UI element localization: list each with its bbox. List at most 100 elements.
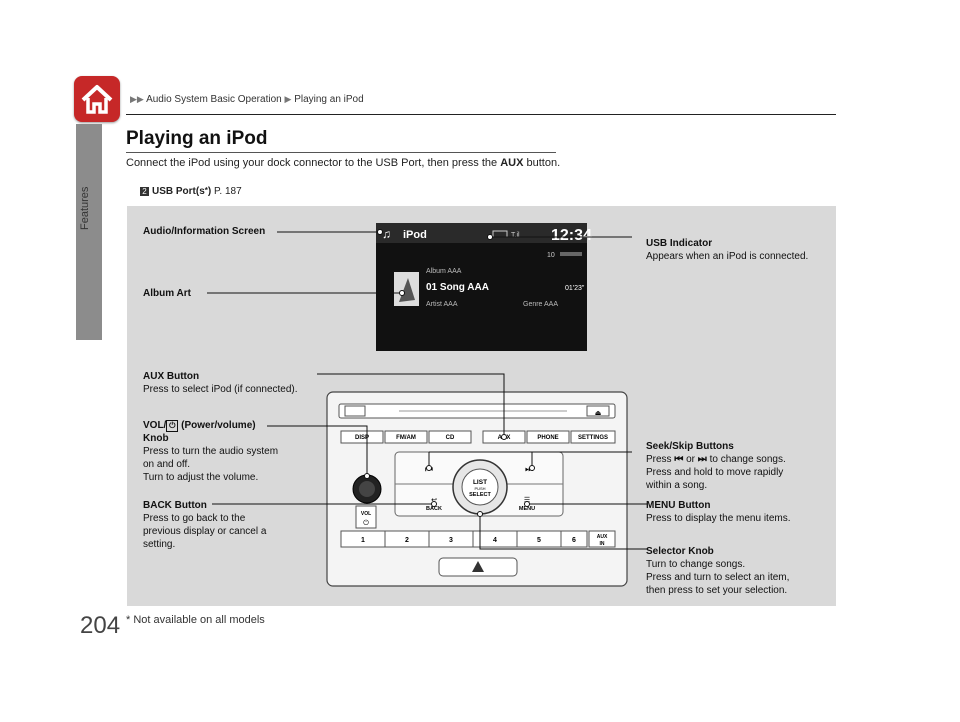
breadcrumb-item[interactable]: Playing an iPod <box>294 94 364 105</box>
callout-back-button: BACK Button Press to go back to the prev… <box>143 499 303 551</box>
svg-text:IN: IN <box>600 541 605 547</box>
intro-paragraph: Connect the iPod using your dock connect… <box>126 156 566 171</box>
callout-menu-desc: Press to display the menu items. <box>646 513 791 524</box>
callout-selector-desc-3: then press to set your selection. <box>646 585 788 596</box>
callout-audio-screen-title: Audio/Information Screen <box>143 226 266 237</box>
eject-icon: ⏏ <box>595 410 602 417</box>
callout-aux-title: AUX Button <box>143 371 200 382</box>
callout-selector-desc-2: Press and turn to select an item, <box>646 572 790 583</box>
fmam-label: FM/AM <box>396 435 416 441</box>
callout-seek-desc-3: within a song. <box>646 480 708 491</box>
callout-seek-title: Seek/Skip Buttons <box>646 441 734 452</box>
settings-button[interactable] <box>570 430 616 444</box>
screen-artist: Artist AAA <box>426 301 458 308</box>
power-icon: ⏻ <box>363 519 369 527</box>
callout-back-desc-2: previous display or cancel a <box>143 526 267 537</box>
callout-seek-desc-end: to change songs. <box>706 454 786 465</box>
select-label: SELECT <box>469 492 491 498</box>
xref-label: USB Port(s <box>152 186 205 197</box>
screen-source: iPod <box>403 229 427 241</box>
callout-selector-desc: Turn to change songs. <box>646 559 746 570</box>
callout-seek-buttons: Seek/Skip Buttons Press ⏮ or ⏭ to change… <box>646 440 786 492</box>
footnote: * Not available on all models <box>126 614 265 626</box>
callout-vol-desc: Press to turn the audio system <box>143 446 279 457</box>
callout-menu-button: MENU Button Press to display the menu it… <box>646 499 791 525</box>
phone-label: PHONE <box>537 435 558 441</box>
seek-forward-icon[interactable]: ⏭ <box>525 464 533 474</box>
breadcrumb-arrow-icon: ▶ <box>284 94 292 104</box>
section-sidebar <box>76 124 102 340</box>
svg-text:1: 1 <box>361 537 365 544</box>
menu-label[interactable]: MENU <box>519 506 535 512</box>
callout-usb-indicator: USB Indicator Appears when an iPod is co… <box>646 237 808 263</box>
power-icon: ⏻ <box>166 420 179 432</box>
page-number: 204 <box>80 612 121 639</box>
breadcrumb-item[interactable]: Audio System Basic Operation <box>146 94 282 105</box>
intro-aux: AUX <box>500 157 524 169</box>
svg-text:5: 5 <box>537 537 541 544</box>
aux-in-jack[interactable] <box>588 530 616 548</box>
screen-clock: 12:34 <box>551 227 592 244</box>
svg-text:2: 2 <box>405 537 409 544</box>
fmam-button[interactable] <box>384 430 428 444</box>
hazard-icon <box>472 561 484 572</box>
callout-album-art: Album Art <box>143 287 191 300</box>
callout-vol-title-3: Knob <box>143 433 169 444</box>
screen-album: Album AAA <box>426 268 462 275</box>
sidebar-label: Features <box>79 186 91 230</box>
vol-label: VOL <box>361 511 371 517</box>
audio-head-unit: ⏏ DISP FM/AM CD AUX PHONE SETTINGS VOL <box>326 391 628 587</box>
push-label: PUSH <box>474 486 485 491</box>
audio-unit-illustration: ♫ iPod T.il 12:34 10 Album AAA 01 Song A… <box>207 223 647 587</box>
intro-text: Connect the iPod using your dock connect… <box>126 157 501 169</box>
screen-song: 01 Song AAA <box>426 282 489 293</box>
xref-arrow-icon: 2 <box>140 187 149 196</box>
skip-back-icon: ⏮ <box>674 454 684 465</box>
settings-label: SETTINGS <box>578 435 608 441</box>
preset-button-6[interactable] <box>560 530 588 548</box>
eject-button[interactable] <box>586 405 610 417</box>
screen-genre: Genre AAA <box>523 301 558 308</box>
skip-forward-icon: ⏭ <box>697 454 707 465</box>
callout-back-desc-3: setting. <box>143 539 176 550</box>
list-label: LIST <box>473 479 487 486</box>
xref-star: * <box>204 186 208 195</box>
back-arrow-icon: ↩ <box>431 497 437 504</box>
header-rule <box>126 114 836 115</box>
xref-close: ) <box>207 186 212 197</box>
callout-menu-title: MENU Button <box>646 500 711 511</box>
cd-button[interactable] <box>428 430 472 444</box>
phone-button[interactable] <box>526 430 570 444</box>
cd-label: CD <box>446 435 455 441</box>
menu-icon: ☰ <box>524 497 530 504</box>
disp-button[interactable] <box>340 430 384 444</box>
callout-vol-knob: VOL/⏻ (Power/volume) Knob Press to turn … <box>143 419 293 484</box>
breadcrumb: ▶▶ Audio System Basic Operation ▶ Playin… <box>130 94 364 105</box>
callout-vol-title-2: (Power/volume) <box>178 420 256 431</box>
callout-seek-desc: Press <box>646 454 675 465</box>
callout-seek-or: or <box>683 454 698 465</box>
vol-power-button[interactable] <box>355 505 377 529</box>
breadcrumb-arrow-icon: ▶▶ <box>130 94 144 104</box>
callout-selector-knob: Selector Knob Turn to change songs. Pres… <box>646 545 789 597</box>
callout-vol-desc-3: Turn to adjust the volume. <box>143 472 259 483</box>
intro-text-end: button. <box>523 157 561 169</box>
home-icon <box>81 85 113 114</box>
callout-aux-button: AUX Button Press to select iPod (if conn… <box>143 370 298 396</box>
svg-text:6: 6 <box>572 537 576 544</box>
back-label[interactable]: BACK <box>426 506 442 512</box>
callout-aux-desc: Press to select iPod (if connected). <box>143 384 298 395</box>
svg-text:3: 3 <box>449 537 453 544</box>
callout-audio-screen: Audio/Information Screen <box>143 225 265 238</box>
illustration-panel: ♫ iPod T.il 12:34 10 Album AAA 01 Song A… <box>127 206 836 606</box>
callout-vol-desc-2: on and off. <box>143 459 191 470</box>
callout-selector-title: Selector Knob <box>646 546 714 557</box>
screen-time: 01'23" <box>565 285 585 292</box>
callout-usb-title: USB Indicator <box>646 238 713 249</box>
home-button[interactable] <box>74 76 120 122</box>
callout-back-desc: Press to go back to the <box>143 513 246 524</box>
svg-text:AUX: AUX <box>597 534 608 540</box>
display-dim-button[interactable] <box>344 405 366 417</box>
music-note-icon: ♫ <box>382 227 391 241</box>
